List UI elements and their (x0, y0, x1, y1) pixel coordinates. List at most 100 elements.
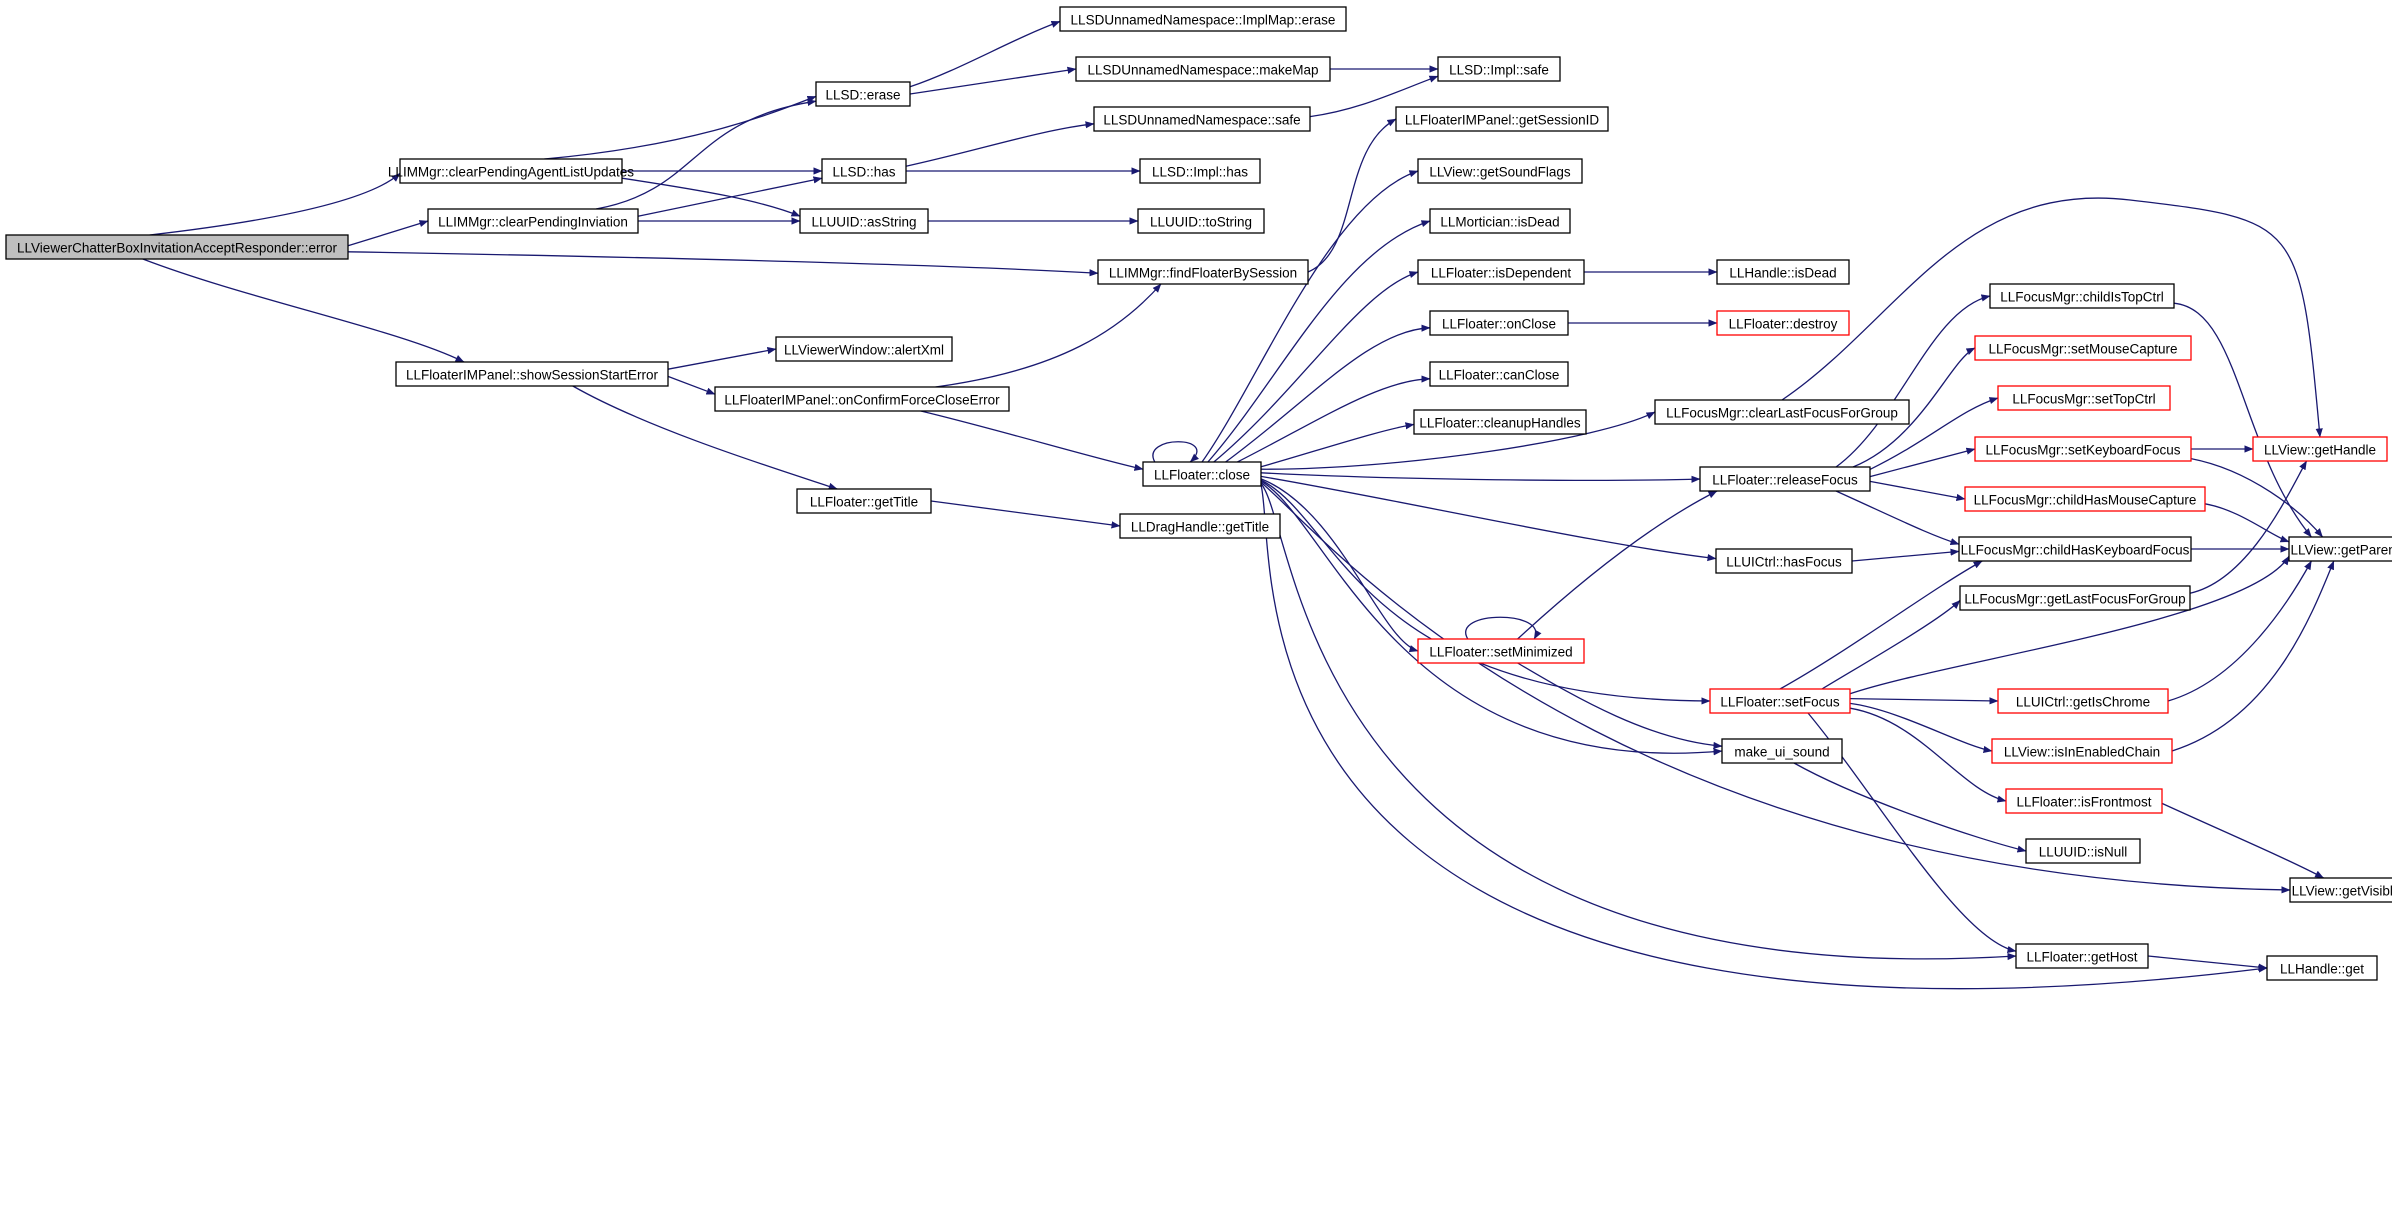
node-box[interactable] (1429, 310, 1569, 336)
node-box[interactable] (1716, 259, 1850, 285)
node-box[interactable] (1059, 6, 1347, 32)
node-box[interactable] (1075, 56, 1331, 82)
node-box[interactable] (1709, 688, 1851, 714)
node-box[interactable] (1958, 536, 2192, 562)
node-box[interactable] (1654, 399, 1910, 425)
node-n_makeuisound[interactable]: make_ui_sound (1721, 738, 1843, 764)
node-box[interactable] (1417, 259, 1585, 285)
node-n_llsd_has[interactable]: LLSD::has (821, 158, 907, 184)
node-box[interactable] (1716, 310, 1850, 336)
node-n_close[interactable]: LLFloater::close (1142, 461, 1262, 487)
node-n_confirm[interactable]: LLFloaterIMPanel::onConfirmForceCloseErr… (714, 386, 1010, 412)
node-box[interactable] (1997, 385, 2171, 411)
node-n_llsd_erase[interactable]: LLSD::erase (815, 81, 911, 107)
node-box[interactable] (2015, 943, 2149, 969)
node-n_gettitle[interactable]: LLFloater::getTitle (796, 488, 932, 514)
node-box[interactable] (1974, 436, 2192, 462)
node-box[interactable] (1991, 738, 2173, 764)
node-box[interactable] (714, 386, 1010, 412)
node-n_asstring[interactable]: LLUUID::asString (799, 208, 929, 234)
node-n_clfg[interactable]: LLFocusMgr::clearLastFocusForGroup (1654, 399, 1910, 425)
node-box[interactable] (1142, 461, 1262, 487)
node-box[interactable] (1413, 409, 1587, 435)
node-box[interactable] (1429, 208, 1571, 234)
node-n_implmap_erase[interactable]: LLSDUnnamedNamespace::ImplMap::erase (1059, 6, 1347, 32)
node-n_tostring[interactable]: LLUUID::toString (1137, 208, 1265, 234)
node-n_isnull[interactable]: LLUUID::isNull (2025, 838, 2141, 864)
node-n_impl_has[interactable]: LLSD::Impl::has (1139, 158, 1261, 184)
node-n_onclose[interactable]: LLFloater::onClose (1429, 310, 1569, 336)
node-n_ssse[interactable]: LLFloaterIMPanel::showSessionStartError (395, 361, 669, 387)
node-box[interactable] (1417, 638, 1585, 664)
node-box[interactable] (1964, 486, 2206, 512)
node-box[interactable] (2289, 877, 2392, 903)
node-box[interactable] (1119, 513, 1281, 539)
node-n_cpalu[interactable]: LLIMMgr::clearPendingAgentListUpdates (388, 158, 634, 184)
node-box[interactable] (796, 488, 932, 514)
node-box[interactable] (5, 234, 349, 260)
node-n_hasfocus[interactable]: LLUICtrl::hasFocus (1715, 548, 1853, 574)
node-box[interactable] (2288, 536, 2392, 562)
node-box[interactable] (1437, 56, 1561, 82)
node-box[interactable] (2005, 788, 2163, 814)
node-n_handle_get[interactable]: LLHandle::get (2266, 955, 2378, 981)
node-n_impl_safe[interactable]: LLSD::Impl::safe (1437, 56, 1561, 82)
node-box[interactable] (1715, 548, 1853, 574)
node-box[interactable] (1989, 283, 2175, 309)
node-box[interactable] (395, 361, 669, 387)
node-root[interactable]: LLViewerChatterBoxInvitationAcceptRespon… (5, 234, 349, 260)
node-n_childhasmouse[interactable]: LLFocusMgr::childHasMouseCapture (1964, 486, 2206, 512)
node-n_mort_isdead[interactable]: LLMortician::isDead (1429, 208, 1571, 234)
node-n_isinenabled[interactable]: LLView::isInEnabledChain (1991, 738, 2173, 764)
node-n_makemap[interactable]: LLSDUnnamedNamespace::makeMap (1075, 56, 1331, 82)
node-box[interactable] (2025, 838, 2141, 864)
node-box[interactable] (1137, 208, 1265, 234)
node-box[interactable] (1417, 158, 1583, 184)
node-box[interactable] (1997, 688, 2169, 714)
node-n_ffbs[interactable]: LLIMMgr::findFloaterBySession (1097, 259, 1309, 285)
node-n_childistop[interactable]: LLFocusMgr::childIsTopCtrl (1989, 283, 2175, 309)
node-n_gethandle[interactable]: LLView::getHandle (2252, 436, 2388, 462)
node-n_drag_gettitle[interactable]: LLDragHandle::getTitle (1119, 513, 1281, 539)
node-n_ns_safe[interactable]: LLSDUnnamedNamespace::safe (1093, 106, 1311, 132)
node-n_handle_isdead[interactable]: LLHandle::isDead (1716, 259, 1850, 285)
node-box[interactable] (2266, 955, 2378, 981)
node-n_getvisible[interactable]: LLView::getVisible (2289, 877, 2392, 903)
node-n_getlastfocus[interactable]: LLFocusMgr::getLastFocusForGroup (1959, 585, 2191, 611)
node-n_setminimized[interactable]: LLFloater::setMinimized (1417, 638, 1585, 664)
node-box[interactable] (1959, 585, 2191, 611)
node-n_destroy[interactable]: LLFloater::destroy (1716, 310, 1850, 336)
node-box[interactable] (1721, 738, 1843, 764)
node-box[interactable] (1139, 158, 1261, 184)
node-n_canclose[interactable]: LLFloater::canClose (1429, 361, 1569, 387)
node-n_childhaskb[interactable]: LLFocusMgr::childHasKeyboardFocus (1958, 536, 2192, 562)
node-n_releasefocus[interactable]: LLFloater::releaseFocus (1699, 466, 1871, 492)
node-box[interactable] (1093, 106, 1311, 132)
node-n_alertxml[interactable]: LLViewerWindow::alertXml (775, 336, 953, 362)
node-n_settopctrl[interactable]: LLFocusMgr::setTopCtrl (1997, 385, 2171, 411)
node-box[interactable] (1699, 466, 1871, 492)
node-box[interactable] (2252, 436, 2388, 462)
node-n_isfrontmost[interactable]: LLFloater::isFrontmost (2005, 788, 2163, 814)
node-box[interactable] (1974, 335, 2192, 361)
node-n_cleanup[interactable]: LLFloater::cleanupHandles (1413, 409, 1587, 435)
node-n_gethost[interactable]: LLFloater::getHost (2015, 943, 2149, 969)
node-n_soundflags[interactable]: LLView::getSoundFlags (1417, 158, 1583, 184)
node-box[interactable] (799, 208, 929, 234)
node-n_getparent[interactable]: LLView::getParent (2288, 536, 2392, 562)
node-box[interactable] (427, 208, 639, 234)
node-box[interactable] (1395, 106, 1609, 132)
node-n_setmousecap[interactable]: LLFocusMgr::setMouseCapture (1974, 335, 2192, 361)
node-n_cpi[interactable]: LLIMMgr::clearPendingInviation (427, 208, 639, 234)
node-n_getischrome[interactable]: LLUICtrl::getIsChrome (1997, 688, 2169, 714)
node-n_getsessionid[interactable]: LLFloaterIMPanel::getSessionID (1395, 106, 1609, 132)
node-box[interactable] (821, 158, 907, 184)
node-box[interactable] (399, 158, 623, 184)
node-n_setkbfocus[interactable]: LLFocusMgr::setKeyboardFocus (1974, 436, 2192, 462)
node-box[interactable] (775, 336, 953, 362)
node-box[interactable] (1097, 259, 1309, 285)
node-n_isdependent[interactable]: LLFloater::isDependent (1417, 259, 1585, 285)
node-box[interactable] (815, 81, 911, 107)
node-n_setfocus[interactable]: LLFloater::setFocus (1709, 688, 1851, 714)
node-box[interactable] (1429, 361, 1569, 387)
